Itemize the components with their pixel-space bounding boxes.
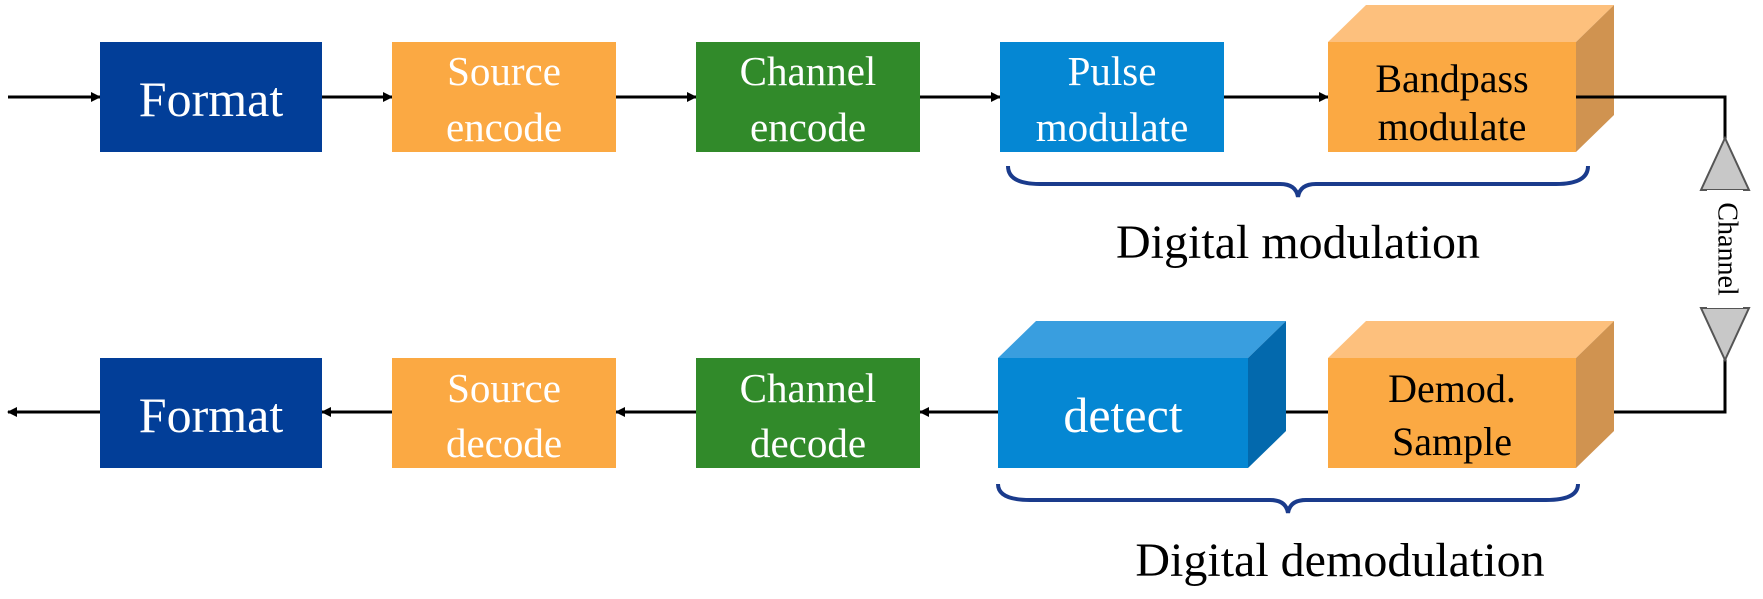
demod-sample-block: Demod. Sample [1328, 321, 1614, 468]
channel-encode-label-line2: encode [750, 104, 866, 150]
pulse-modulate-label-line1: Pulse [1068, 48, 1157, 94]
detect-block: detect [998, 321, 1286, 468]
format-block-bottom: Format [100, 358, 322, 468]
format-block-bottom-label: Format [139, 387, 284, 443]
source-encode-label-line2: encode [446, 104, 562, 150]
format-block-top-label: Format [139, 71, 284, 127]
source-decode-block: Source decode [392, 358, 616, 468]
source-encode-label-line1: Source [447, 48, 561, 94]
pulse-modulate-label-line2: modulate [1036, 104, 1189, 150]
digital-modulation-label: Digital modulation [1116, 216, 1480, 269]
channel-encode-label-line1: Channel [740, 48, 877, 94]
digital-demodulation-label: Digital demodulation [1135, 534, 1544, 587]
channel-amplifier-bottom [1699, 307, 1751, 363]
bandpass-modulate-label-line2: modulate [1378, 104, 1527, 149]
channel-label: Channel [1712, 202, 1743, 296]
bandpass-modulate-label-line1: Bandpass [1375, 56, 1528, 101]
demod-sample-label-line2: Sample [1392, 419, 1512, 464]
demod-sample-label-line1: Demod. [1388, 366, 1516, 411]
channel-decode-label-line2: decode [750, 420, 866, 466]
channel-encode-block: Channel encode [696, 42, 920, 152]
detect-label: detect [1063, 387, 1182, 443]
channel-decode-block: Channel decode [696, 358, 920, 468]
source-encode-block: Source encode [392, 42, 616, 152]
channel-amplifier-top [1699, 135, 1751, 191]
source-decode-label-line2: decode [446, 420, 562, 466]
digital-demodulation-brace [996, 483, 1580, 514]
format-block-top: Format [100, 42, 322, 152]
bandpass-modulate-block: Bandpass modulate [1328, 5, 1614, 152]
digital-modulation-brace [1006, 165, 1590, 198]
channel-decode-label-line1: Channel [740, 365, 877, 411]
pulse-modulate-block: Pulse modulate [1000, 42, 1224, 152]
source-decode-label-line1: Source [447, 365, 561, 411]
